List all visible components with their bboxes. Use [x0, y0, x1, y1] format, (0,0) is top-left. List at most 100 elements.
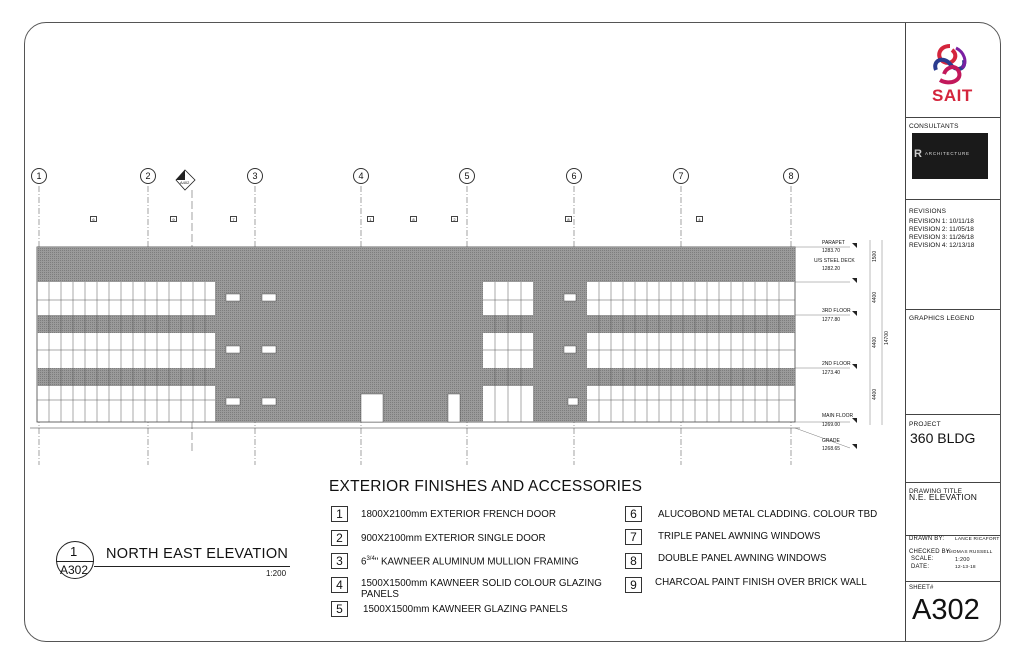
section-marker-sheet: A402 — [180, 180, 190, 185]
level-elevation: 1283.70 — [822, 248, 841, 254]
title-block — [905, 23, 1001, 641]
level-name: MAIN FLOOR — [822, 413, 854, 419]
title-block-divider — [905, 414, 1000, 415]
grid-bubble-7: 7 — [673, 168, 689, 184]
view-sheet-ref: A302 — [60, 563, 89, 577]
legend-text: 1500X1500mm KAWNEER SOLID COLOUR GLAZING — [361, 578, 602, 589]
consultant-logo — [912, 133, 988, 179]
drawn-by-label: DRAWN BY: — [909, 536, 945, 542]
legend-text-continued: PANELS — [361, 589, 399, 600]
level-name: 2ND FLOOR — [822, 361, 851, 367]
legend-number: 1 — [331, 506, 348, 522]
dimension-text: 4400 — [872, 291, 878, 303]
legend-number: 2 — [331, 530, 348, 546]
view-title-bubble-divider — [56, 561, 94, 562]
finish-tag: 7 — [230, 216, 237, 222]
finish-tag: 9 — [170, 216, 177, 222]
level-name: GRADE — [822, 438, 840, 444]
grid-bubble-8: 8 — [783, 168, 799, 184]
view-title-bubble — [56, 541, 94, 579]
finish-tag: 2 — [451, 216, 458, 222]
building-facade — [30, 246, 800, 429]
scale-value: 1:200 — [955, 557, 970, 563]
grid-bubble-6: 6 — [566, 168, 582, 184]
finish-tag: 1 — [367, 216, 374, 222]
view-scale: 1:200 — [266, 569, 287, 578]
legend-number: 7 — [625, 529, 642, 545]
legend-text: " KAWNEER ALUMINUM MULLION FRAMING — [374, 556, 579, 568]
dimension-text-overall: 14700 — [884, 331, 890, 345]
legend-text-fraction: 3/4 — [366, 556, 375, 562]
grid-bubble-2: 2 — [140, 168, 156, 184]
checked-by-value: THOMAS RUSSELL — [946, 550, 993, 555]
dimension-text: 4400 — [872, 336, 878, 348]
level-name: U/S STEEL DECK — [814, 258, 855, 264]
title-block-divider — [905, 199, 1000, 200]
level-elevation: 1269.00 — [822, 422, 841, 428]
legend-text: 1500X1500mm KAWNEER GLAZING PANELS — [363, 604, 568, 615]
level-name: PARAPET — [822, 240, 845, 246]
revision-item: REVISION 2: 11/05/18 — [909, 226, 974, 233]
legend-title: EXTERIOR FINISHES AND ACCESSORIES — [329, 478, 643, 495]
project-label: PROJECT — [909, 421, 941, 428]
elevation-drawing — [30, 169, 883, 465]
level-marker-icons — [852, 243, 857, 449]
legend-text-item-3: 63/4" KAWNEER ALUMINUM MULLION FRAMING — [361, 556, 579, 567]
level-name: 3RD FLOOR — [822, 308, 851, 314]
legend-text: ALUCOBOND METAL CLADDING. COLOUR TBD — [658, 509, 878, 520]
level-elevation: 1282.20 — [822, 266, 841, 272]
revision-item: REVISION 4: 12/13/18 — [909, 242, 975, 249]
legend-text: TRIPLE PANEL AWNING WINDOWS — [658, 531, 821, 542]
revision-item: REVISION 3: 11/26/18 — [909, 234, 974, 241]
finish-tag: 4 — [696, 216, 703, 222]
graphics-legend-label: GRAPHICS LEGEND — [909, 315, 975, 322]
legend-text: 900X2100mm EXTERIOR SINGLE DOOR — [361, 533, 546, 544]
view-number: 1 — [70, 544, 78, 559]
section-marker-number: 1 — [183, 172, 186, 177]
sheet-number-label: SHEET# — [909, 585, 934, 591]
legend-number: 5 — [331, 601, 348, 617]
section-marker-icon — [175, 169, 196, 191]
date-value: 12-13-18 — [955, 565, 976, 570]
legend-number: 8 — [625, 553, 642, 569]
drawn-by-value: LANCE RICAFORT — [955, 537, 1000, 542]
legend-text: CHARCOAL PAINT FINISH OVER BRICK WALL — [655, 577, 867, 588]
sheet-number: A302 — [912, 594, 980, 626]
legend-number: 6 — [625, 506, 642, 522]
revision-item: REVISION 1: 10/11/18 — [909, 218, 974, 225]
view-title: NORTH EAST ELEVATION — [106, 546, 289, 562]
date-label: DATE: — [911, 564, 930, 570]
view-title-underline — [94, 566, 290, 567]
drawing-title: N.E. ELEVATION — [909, 492, 978, 502]
level-lines — [794, 240, 883, 449]
legend-number: 3 — [331, 553, 348, 569]
revisions-label: REVISIONS — [909, 208, 947, 215]
legend-number: 4 — [331, 577, 348, 593]
legend-text: 1800X2100mm EXTERIOR FRENCH DOOR — [361, 509, 556, 520]
grid-bubble-1: 1 — [31, 168, 47, 184]
level-elevation: 1268.65 — [822, 446, 841, 452]
sait-logo-icon — [933, 44, 967, 85]
grid-bubble-5: 5 — [459, 168, 475, 184]
finish-tag: 6 — [90, 216, 97, 222]
grid-bubble-3: 3 — [247, 168, 263, 184]
drawing-sheet-border — [24, 22, 1001, 642]
level-elevation: 1277.80 — [822, 317, 841, 323]
checked-by-label: CHECKED BY: — [909, 549, 952, 555]
dimension-text: 4400 — [872, 388, 878, 400]
consultant-logo-mark-icon: R — [914, 148, 922, 160]
finish-tag: 8 — [410, 216, 417, 222]
title-block-divider — [905, 117, 1000, 118]
title-block-divider — [905, 535, 1000, 536]
legend-text: DOUBLE PANEL AWNING WINDOWS — [658, 553, 827, 564]
title-block-divider — [905, 482, 1000, 483]
project-name: 360 BLDG — [910, 430, 976, 446]
grid-bubble-4: 4 — [353, 168, 369, 184]
legend-number: 9 — [625, 577, 642, 593]
title-block-divider — [905, 309, 1000, 310]
consultants-label: CONSULTANTS — [909, 123, 959, 130]
scale-label: SCALE: — [911, 556, 934, 562]
sait-logo-text: SAIT — [932, 86, 973, 105]
level-elevation: 1273.40 — [822, 370, 841, 376]
dimension-text: 1500 — [872, 250, 878, 262]
